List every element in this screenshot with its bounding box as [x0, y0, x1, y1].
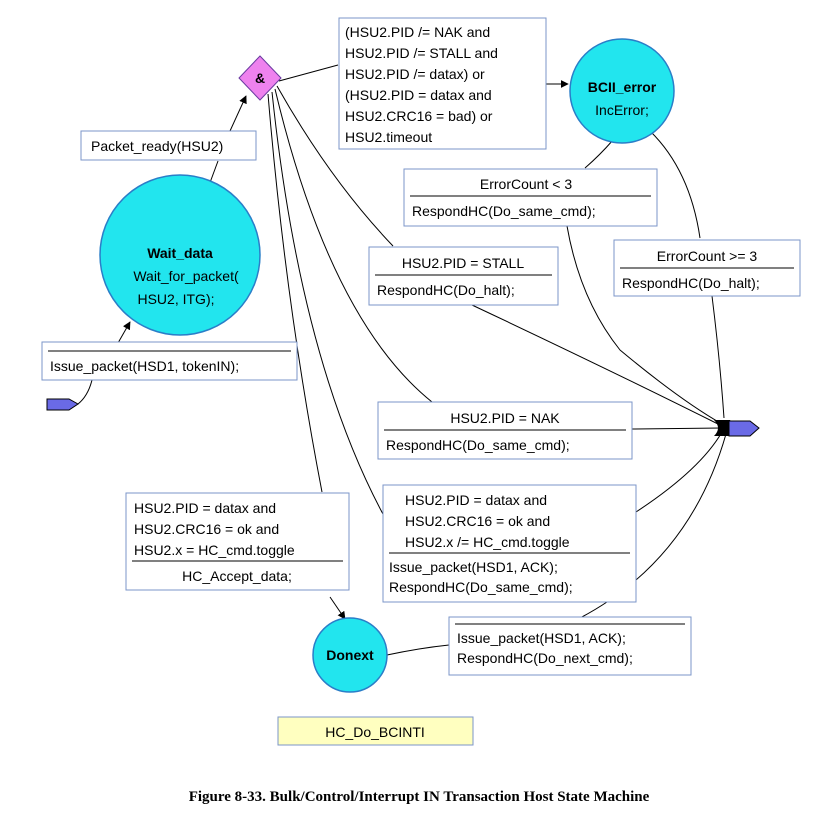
- toggle-ne-action-2: RespondHC(Do_same_cmd);: [389, 579, 573, 595]
- toggle-ne-condition-2: HSU2.CRC16 = ok and: [405, 513, 550, 529]
- nak-condition: HSU2.PID = NAK: [450, 410, 560, 426]
- wait-data-name: Wait_data: [147, 245, 213, 261]
- toggle-ne-action-1: Issue_packet(HSD1, ACK);: [389, 559, 558, 575]
- stall-action: RespondHC(Do_halt);: [377, 282, 515, 298]
- figure-caption: Figure 8-33. Bulk/Control/Interrupt IN T…: [188, 789, 650, 805]
- wire-ready-to-junction: [229, 95, 247, 132]
- state-wait-data: Wait_data Wait_for_packet( HSU2, ITG);: [99, 174, 261, 336]
- wire-ge3-to-exit: [711, 295, 725, 419]
- wire-lt3-to-exit: [566, 225, 723, 425]
- donext-name: Donext: [326, 647, 374, 663]
- error-lt3-condition: ErrorCount < 3: [480, 176, 572, 192]
- wire-token-to-wait: [117, 321, 131, 344]
- toggle-ne-condition-3: HSU2.x /= HC_cmd.toggle: [405, 534, 570, 550]
- transition-stall: HSU2.PID = STALL RespondHC(Do_halt);: [368, 246, 559, 306]
- junction-symbol: &: [255, 70, 265, 86]
- toggle-eq-box: [125, 492, 350, 591]
- toggle-ne-box: [382, 484, 637, 603]
- donext-circle: [312, 617, 388, 693]
- wait-data-action-1: Wait_for_packet(: [133, 268, 239, 284]
- toggle-eq-action: HC_Accept_data;: [182, 568, 292, 584]
- transition-nak: HSU2.PID = NAK RespondHC(Do_same_cmd);: [377, 401, 633, 460]
- donext-exit-action-2: RespondHC(Do_next_cmd);: [457, 650, 633, 666]
- machine-name-text: HC_Do_BCINTI: [325, 724, 425, 740]
- packet-ready-box: [80, 130, 257, 161]
- transition-packet-ready: Packet_ready(HSU2): [80, 130, 257, 161]
- error-condition-line-6: HSU2.timeout: [345, 129, 432, 145]
- stall-condition: HSU2.PID = STALL: [402, 255, 525, 271]
- error-condition-line-4: (HSU2.PID = datax and: [345, 87, 492, 103]
- error-lt3-box: [403, 168, 658, 227]
- transition-issue-token: Issue_packet(HSD1, tokenIN);: [41, 341, 298, 381]
- exit-connector-arrow: [728, 420, 760, 437]
- toggle-ne-condition-1: HSU2.PID = datax and: [405, 492, 547, 508]
- wire-toggle-eq-to-donext: [329, 596, 346, 620]
- wire-toggle-ne-to-exit: [635, 431, 723, 513]
- wire-junction-to-stall: [276, 85, 394, 247]
- machine-name-label: HC_Do_BCINTI: [277, 716, 474, 746]
- state-donext: Donext: [312, 617, 388, 693]
- wire-junction-to-toggle-eq: [267, 93, 323, 493]
- bcii-error-action: IncError;: [595, 102, 649, 118]
- issue-token-action: Issue_packet(HSD1, tokenIN);: [50, 358, 239, 374]
- wire-junction-to-nak: [274, 88, 433, 403]
- wire-entry: [77, 379, 93, 405]
- toggle-eq-condition-1: HSU2.PID = datax and: [134, 500, 276, 516]
- wire-bcii-to-ge3: [649, 130, 701, 239]
- toggle-eq-condition-3: HSU2.x = HC_cmd.toggle: [134, 542, 295, 558]
- transition-wires: [77, 64, 727, 656]
- error-ge3-action: RespondHC(Do_halt);: [622, 275, 760, 291]
- wire-bcii-to-lt3: [584, 139, 614, 169]
- transition-error-condition: (HSU2.PID /= NAK and HSU2.PID /= STALL a…: [338, 17, 547, 150]
- wire-nak-to-exit: [631, 427, 723, 430]
- error-condition-line-2: HSU2.PID /= STALL and: [345, 45, 498, 61]
- error-condition-line-5: HSU2.CRC16 = bad) or: [345, 108, 493, 124]
- transition-data-toggle-ne: HSU2.PID = datax and HSU2.CRC16 = ok and…: [382, 484, 637, 603]
- wire-junction-to-toggle-ne: [271, 91, 385, 517]
- transition-donext-exit: Issue_packet(HSD1, ACK); RespondHC(Do_ne…: [448, 616, 692, 676]
- machine-name-box: [277, 716, 474, 746]
- transition-data-toggle-eq: HSU2.PID = datax and HSU2.CRC16 = ok and…: [125, 492, 350, 591]
- issue-token-box: [41, 341, 298, 381]
- entry-connector: [46, 398, 79, 411]
- bcii-error-name: BCII_error: [588, 79, 657, 95]
- wait-data-action-2: HSU2, ITG);: [137, 291, 214, 307]
- error-ge3-condition: ErrorCount >= 3: [657, 248, 758, 264]
- error-condition-line-3: HSU2.PID /= datax) or: [345, 66, 485, 82]
- toggle-eq-condition-2: HSU2.CRC16 = ok and: [134, 521, 279, 537]
- exit-connector: [714, 420, 760, 437]
- error-condition-box: [338, 17, 547, 150]
- junction-diamond: [238, 55, 282, 101]
- packet-ready-label: Packet_ready(HSU2): [91, 138, 223, 154]
- donext-exit-box: [448, 616, 692, 676]
- wire-donext-to-next: [386, 644, 450, 656]
- donext-exit-action-1: Issue_packet(HSD1, ACK);: [457, 630, 626, 646]
- bcii-error-circle: [569, 38, 675, 144]
- wire-stall-to-exit: [471, 304, 723, 427]
- wire-junction-to-errcond: [278, 64, 339, 82]
- wait-data-circle: [99, 174, 261, 336]
- error-condition-line-1: (HSU2.PID /= NAK and: [345, 24, 490, 40]
- transition-error-ge3: ErrorCount >= 3 RespondHC(Do_halt);: [613, 239, 801, 297]
- junction-and: &: [238, 55, 282, 101]
- error-lt3-action: RespondHC(Do_same_cmd);: [412, 203, 596, 219]
- transition-error-lt3: ErrorCount < 3 RespondHC(Do_same_cmd);: [403, 168, 658, 227]
- state-bcii-error: BCII_error IncError;: [569, 38, 675, 144]
- stall-box: [368, 246, 559, 306]
- nak-action: RespondHC(Do_same_cmd);: [386, 437, 570, 453]
